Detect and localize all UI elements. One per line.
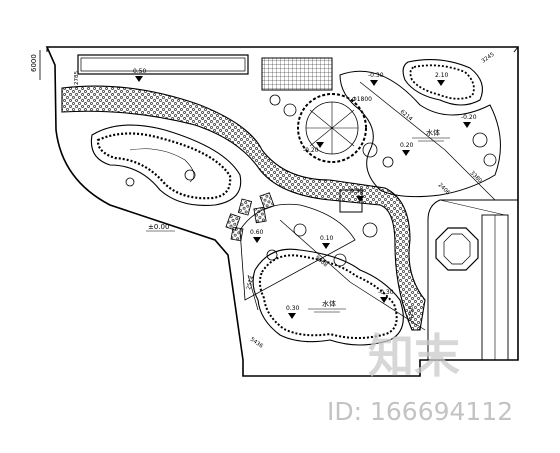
- right-road-edge: [427, 199, 518, 360]
- dimension-lines: [247, 81, 496, 331]
- datum-elevation: ±0.00: [146, 223, 175, 232]
- top-right-pond: [402, 59, 483, 106]
- edge-dimension-label: 6000: [30, 54, 38, 72]
- water-label: 水体: [322, 299, 336, 308]
- dimension-label: 9668: [314, 255, 329, 269]
- elevation-mark: -0.30: [378, 289, 394, 296]
- left-pond: [90, 124, 242, 206]
- watermark-logo: 知末: [368, 329, 460, 383]
- water-label-lower: 水体: [308, 299, 346, 313]
- elevation-mark: 2.10: [435, 72, 449, 79]
- dimension-label: Φ1800: [352, 96, 372, 103]
- upper-right-water: [339, 70, 501, 198]
- dimension-label: 2785: [74, 71, 80, 85]
- watermark: 知末 ID: 166694112: [327, 329, 513, 426]
- lower-pond: [252, 248, 404, 346]
- edge-dimension: 6000: [30, 50, 41, 80]
- round-pavilion: [297, 93, 367, 163]
- elevation-mark: -0.30: [368, 72, 384, 79]
- top-planter: [77, 54, 249, 75]
- elevation-mark: 0.10: [320, 235, 334, 242]
- water-label: 水体: [426, 128, 440, 137]
- elevation-mark: 0.50: [350, 188, 364, 195]
- elevation-mark: 0.30: [286, 305, 300, 312]
- junction-structure: [339, 189, 363, 213]
- elevation-mark: 0.60: [250, 229, 264, 236]
- dimension-label: 6214: [399, 109, 414, 123]
- elevation-marks: 0.50 -0.30 2.10 -0.20 0.20 -0.20 0.10 0.…: [133, 68, 477, 319]
- water-label-upper: 水体: [412, 128, 450, 142]
- elevation-mark: 0.50: [133, 68, 147, 75]
- watermark-id: ID: 166694112: [327, 397, 513, 426]
- octagon-pavilion: [435, 214, 509, 361]
- dimension-label: 5436: [249, 337, 264, 350]
- grid-paving: [261, 57, 333, 91]
- site-boundary: [45, 46, 519, 377]
- datum-elevation-label: ±0.00: [148, 223, 169, 231]
- elevation-mark: -0.20: [461, 114, 477, 121]
- dimension-label: 2514: [246, 275, 256, 291]
- dimension-label: 3245: [481, 51, 496, 64]
- elevation-mark: -0.20: [303, 147, 319, 154]
- winding-path: [61, 85, 426, 331]
- dimension-label: 4250: [409, 306, 415, 320]
- stepping-stones: [225, 192, 275, 242]
- elevation-mark: 0.20: [400, 142, 414, 149]
- planting: [125, 94, 497, 267]
